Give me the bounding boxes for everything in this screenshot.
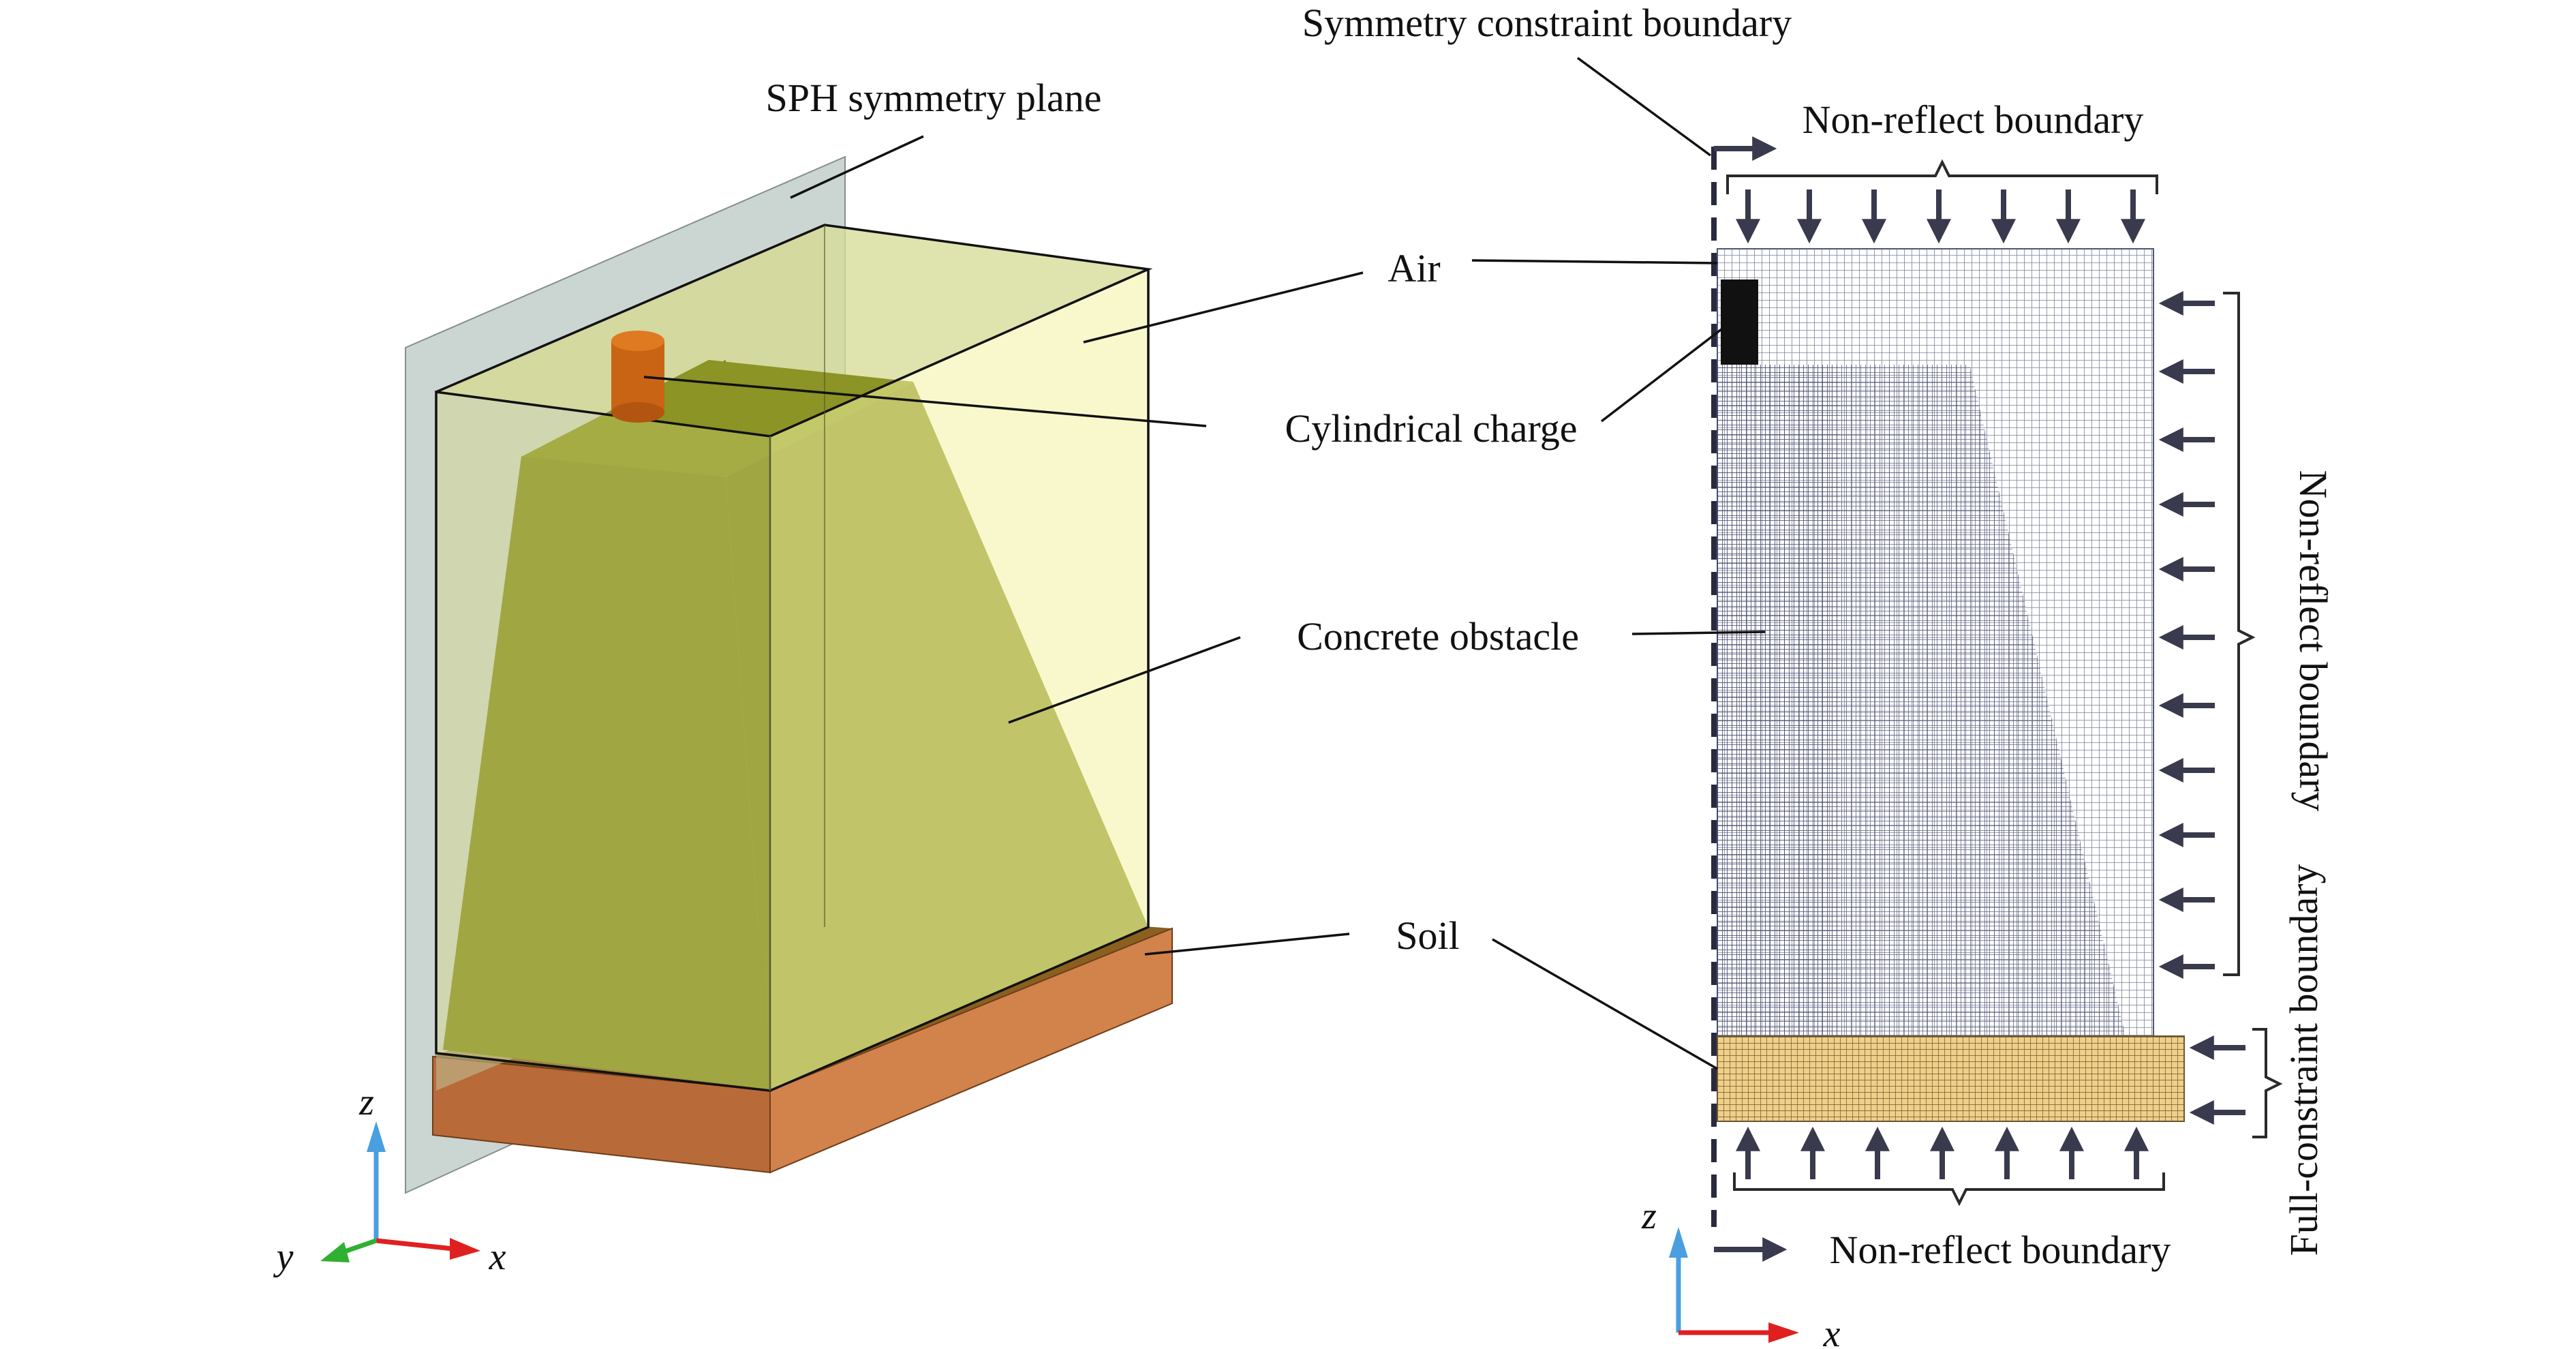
charge-leader	[643, 376, 1207, 427]
left-3d-model: z x y SPH symmetry plane Air Cylindrical…	[273, 76, 1579, 1278]
symmetry-leader	[1576, 57, 1712, 157]
right-arrows	[2158, 291, 2215, 979]
top-brace	[1726, 159, 2158, 194]
left-axis-x-label: x	[489, 1236, 506, 1278]
air-domain-edges	[435, 224, 1153, 1092]
right-axis-triad	[1669, 1227, 1799, 1343]
air-label: Air	[1387, 246, 1440, 290]
soil-right-brace	[2252, 1028, 2283, 1138]
concrete-front-face	[443, 457, 770, 1089]
left-axis-y-label: y	[273, 1236, 294, 1278]
soil-leader-left	[1144, 933, 1350, 956]
sph-plane-leader	[790, 135, 924, 199]
charge-label: Cylindrical charge	[1285, 406, 1578, 451]
symmetry-boundary-label: Symmetry constraint boundary	[1302, 1, 1792, 45]
bottom-arrows	[1736, 1126, 2149, 1179]
bottom-brace	[1733, 1172, 2165, 1207]
bottom-boundary-label: Non-reflect boundary	[1830, 1228, 2171, 1272]
air-right-face	[770, 269, 1148, 1091]
left-axis-z-label: z	[358, 1081, 374, 1123]
concrete-mesh-core	[1717, 365, 1840, 1040]
concrete-leader-left	[1008, 636, 1241, 724]
cylindrical-charge	[611, 331, 664, 423]
full-constraint-label: Full-constraint boundary	[2282, 864, 2326, 1256]
air-front-face	[436, 392, 770, 1091]
right-boundary-label: Non-reflect boundary	[2291, 470, 2335, 812]
right-2d-mesh-model: z x Symmetry constraint boundary Non-ref…	[1302, 1, 2335, 1349]
concrete-top-face	[521, 360, 913, 477]
soil-right-arrows	[2189, 1035, 2245, 1125]
air-leader-right	[1471, 259, 1718, 264]
top-arrows	[1736, 190, 2145, 244]
right-axis-z-label: z	[1641, 1195, 1657, 1237]
air-leader	[1083, 271, 1364, 344]
right-axis-x-label: x	[1823, 1313, 1841, 1349]
soil-label: Soil	[1396, 913, 1460, 958]
charge-leader-right	[1600, 326, 1726, 423]
left-axis-triad	[320, 1121, 480, 1262]
top-boundary-label: Non-reflect boundary	[1803, 97, 2144, 142]
charge-mesh	[1721, 279, 1758, 365]
soil-leader-right	[1492, 938, 1718, 1070]
concrete-leader-right	[1631, 631, 1766, 635]
soil-mesh	[1717, 1035, 2185, 1122]
soil-front-face	[769, 927, 1173, 1174]
concrete-label: Concrete obstacle	[1297, 614, 1579, 658]
right-brace	[2223, 292, 2256, 976]
sph-plane-label: SPH symmetry plane	[766, 76, 1102, 120]
